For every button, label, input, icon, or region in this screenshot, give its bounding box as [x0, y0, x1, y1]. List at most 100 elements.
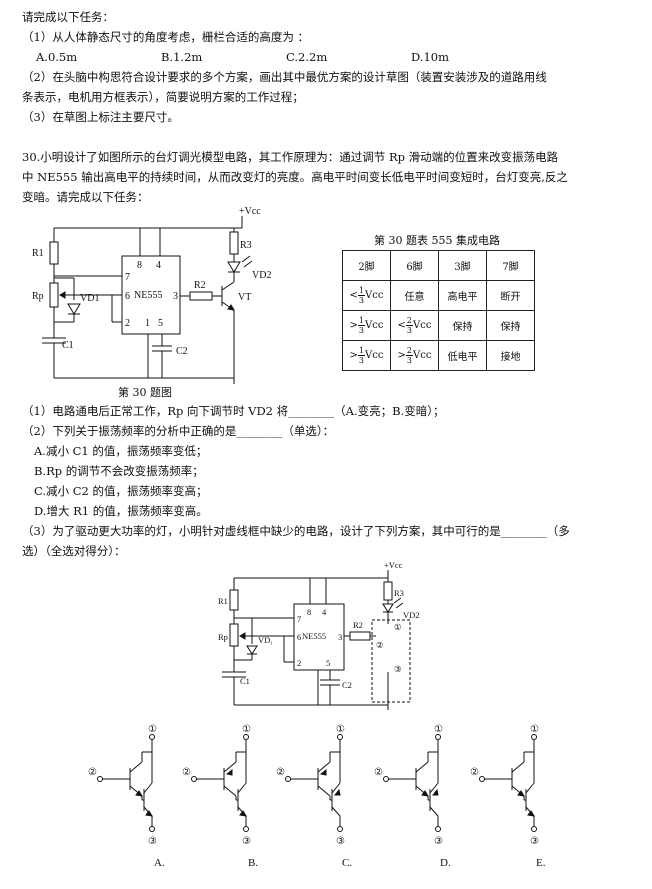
option-terminal-2-label: ②	[470, 767, 479, 778]
option-label-b: B.	[248, 857, 258, 869]
pin-7-label-2: 7	[297, 614, 301, 624]
pin-7-label: 7	[125, 272, 130, 283]
cell-pin6: 任意	[390, 280, 439, 311]
r3-label-2: R3	[394, 588, 404, 598]
option-terminal-3-label: ③	[434, 836, 443, 847]
pin-5-label-2: 5	[326, 658, 330, 668]
sub-question-2: （2）下列关于振荡频率的分析中正确的是________（单选）：	[22, 424, 335, 438]
cell-pin3: 低电平	[438, 340, 487, 371]
r2-label-2: R2	[353, 620, 363, 630]
table-header-row: 2脚 6脚 3脚 7脚	[342, 250, 535, 281]
terminal-2-node	[285, 776, 291, 782]
r1-label: R1	[32, 248, 44, 259]
pin-5-label: 5	[158, 318, 163, 329]
pin-4-label: 4	[156, 260, 161, 271]
figure-caption: 第 30 题图	[118, 386, 172, 399]
terminal-2-node	[479, 776, 485, 782]
cell-unit: Vcc	[365, 290, 384, 301]
vd2-label: VD2	[252, 270, 271, 281]
pin-3-label: 3	[173, 291, 178, 302]
option-a: A.0.5m	[36, 50, 78, 64]
option-circuit-c	[285, 734, 343, 832]
terminal-1-node	[149, 734, 155, 740]
option-label-d: D.	[440, 857, 451, 869]
emitter-arrow	[421, 790, 429, 797]
option-label-a: A.	[154, 857, 165, 869]
fraction-num: 1	[357, 316, 366, 326]
fraction-den: 3	[406, 356, 413, 365]
pin-2-label-2: 2	[297, 658, 301, 668]
option-label-e: E.	[536, 857, 546, 869]
terminal-3-label: ③	[394, 664, 402, 674]
pin-8-label-2: 8	[307, 607, 311, 617]
emitter-arrow	[145, 810, 153, 817]
option-terminal-1-label: ①	[242, 724, 251, 735]
option-terminal-3-label: ③	[242, 836, 251, 847]
cell-pin7: 保持	[486, 310, 535, 341]
cell-pin7: 断开	[486, 280, 535, 311]
cell-pin3: 高电平	[438, 280, 487, 311]
vd2-label-2: VD2	[403, 610, 420, 620]
sub-question-3-line2: 选）（全选对得分）：	[22, 544, 126, 558]
vcc-label-2: +Vcc	[384, 560, 403, 570]
fraction-den: 3	[358, 356, 365, 365]
header-pin2: 2脚	[342, 250, 391, 281]
emitter-arrow	[135, 790, 143, 797]
terminal-3-node	[337, 826, 343, 832]
ne555-label: NE555	[134, 290, 162, 301]
ne555-label-2: NE555	[302, 631, 326, 641]
rp-label-2: Rp	[218, 632, 228, 642]
cell-symbol: >	[349, 350, 358, 361]
cell-unit: Vcc	[365, 320, 384, 331]
option-circuit-e	[479, 734, 537, 832]
terminal-1-label: ①	[394, 622, 402, 632]
option-terminal-2-label: ②	[88, 767, 97, 778]
option-circuit-b	[191, 734, 249, 832]
option-terminal-1-label: ①	[434, 724, 443, 735]
q30-stem-line3: 变暗。请完成以下任务：	[22, 190, 149, 204]
terminal-2-label: ②	[376, 640, 384, 650]
header-pin3: 3脚	[438, 250, 487, 281]
sub-question-2-option-d: D.增大 R1 的值，振荡频率变高。	[34, 504, 208, 518]
terminal-2-node	[383, 776, 389, 782]
terminal-1-node	[435, 734, 441, 740]
option-c: C.2.2m	[286, 50, 328, 64]
cell-unit: Vcc	[413, 320, 432, 331]
terminal-1-node	[337, 734, 343, 740]
fraction-den: 3	[358, 326, 365, 335]
pin-8-label: 8	[137, 260, 142, 271]
option-terminal-2-label: ②	[182, 767, 191, 778]
option-b: B.1.2m	[161, 50, 203, 64]
fraction-num: 2	[405, 346, 414, 356]
cell-pin3: 保持	[438, 310, 487, 341]
terminal-2-node	[191, 776, 197, 782]
pin-3-label-2: 3	[338, 632, 342, 642]
option-d: D.10m	[411, 50, 450, 64]
vd1-label-2: VD₁	[258, 635, 273, 645]
cell-symbol: <	[349, 290, 358, 301]
terminal-3-node	[243, 826, 249, 832]
fraction-den: 3	[358, 296, 365, 305]
vt-label: VT	[238, 292, 251, 303]
emitter-arrow	[517, 790, 525, 797]
terminal-1-node	[531, 734, 537, 740]
cell-pin7: 接地	[486, 340, 535, 371]
pin-2-label: 2	[125, 318, 130, 329]
r1-label-2: R1	[218, 596, 228, 606]
cell-symbol: >	[397, 350, 406, 361]
emitter-arrow	[527, 810, 535, 817]
option-circuit-a	[97, 734, 155, 832]
sub-question-2-option-a: A.减小 C1 的值，振荡频率变低；	[34, 444, 208, 458]
emitter-arrow	[333, 788, 341, 796]
terminal-1-node	[243, 734, 249, 740]
cell-unit: Vcc	[413, 350, 432, 361]
